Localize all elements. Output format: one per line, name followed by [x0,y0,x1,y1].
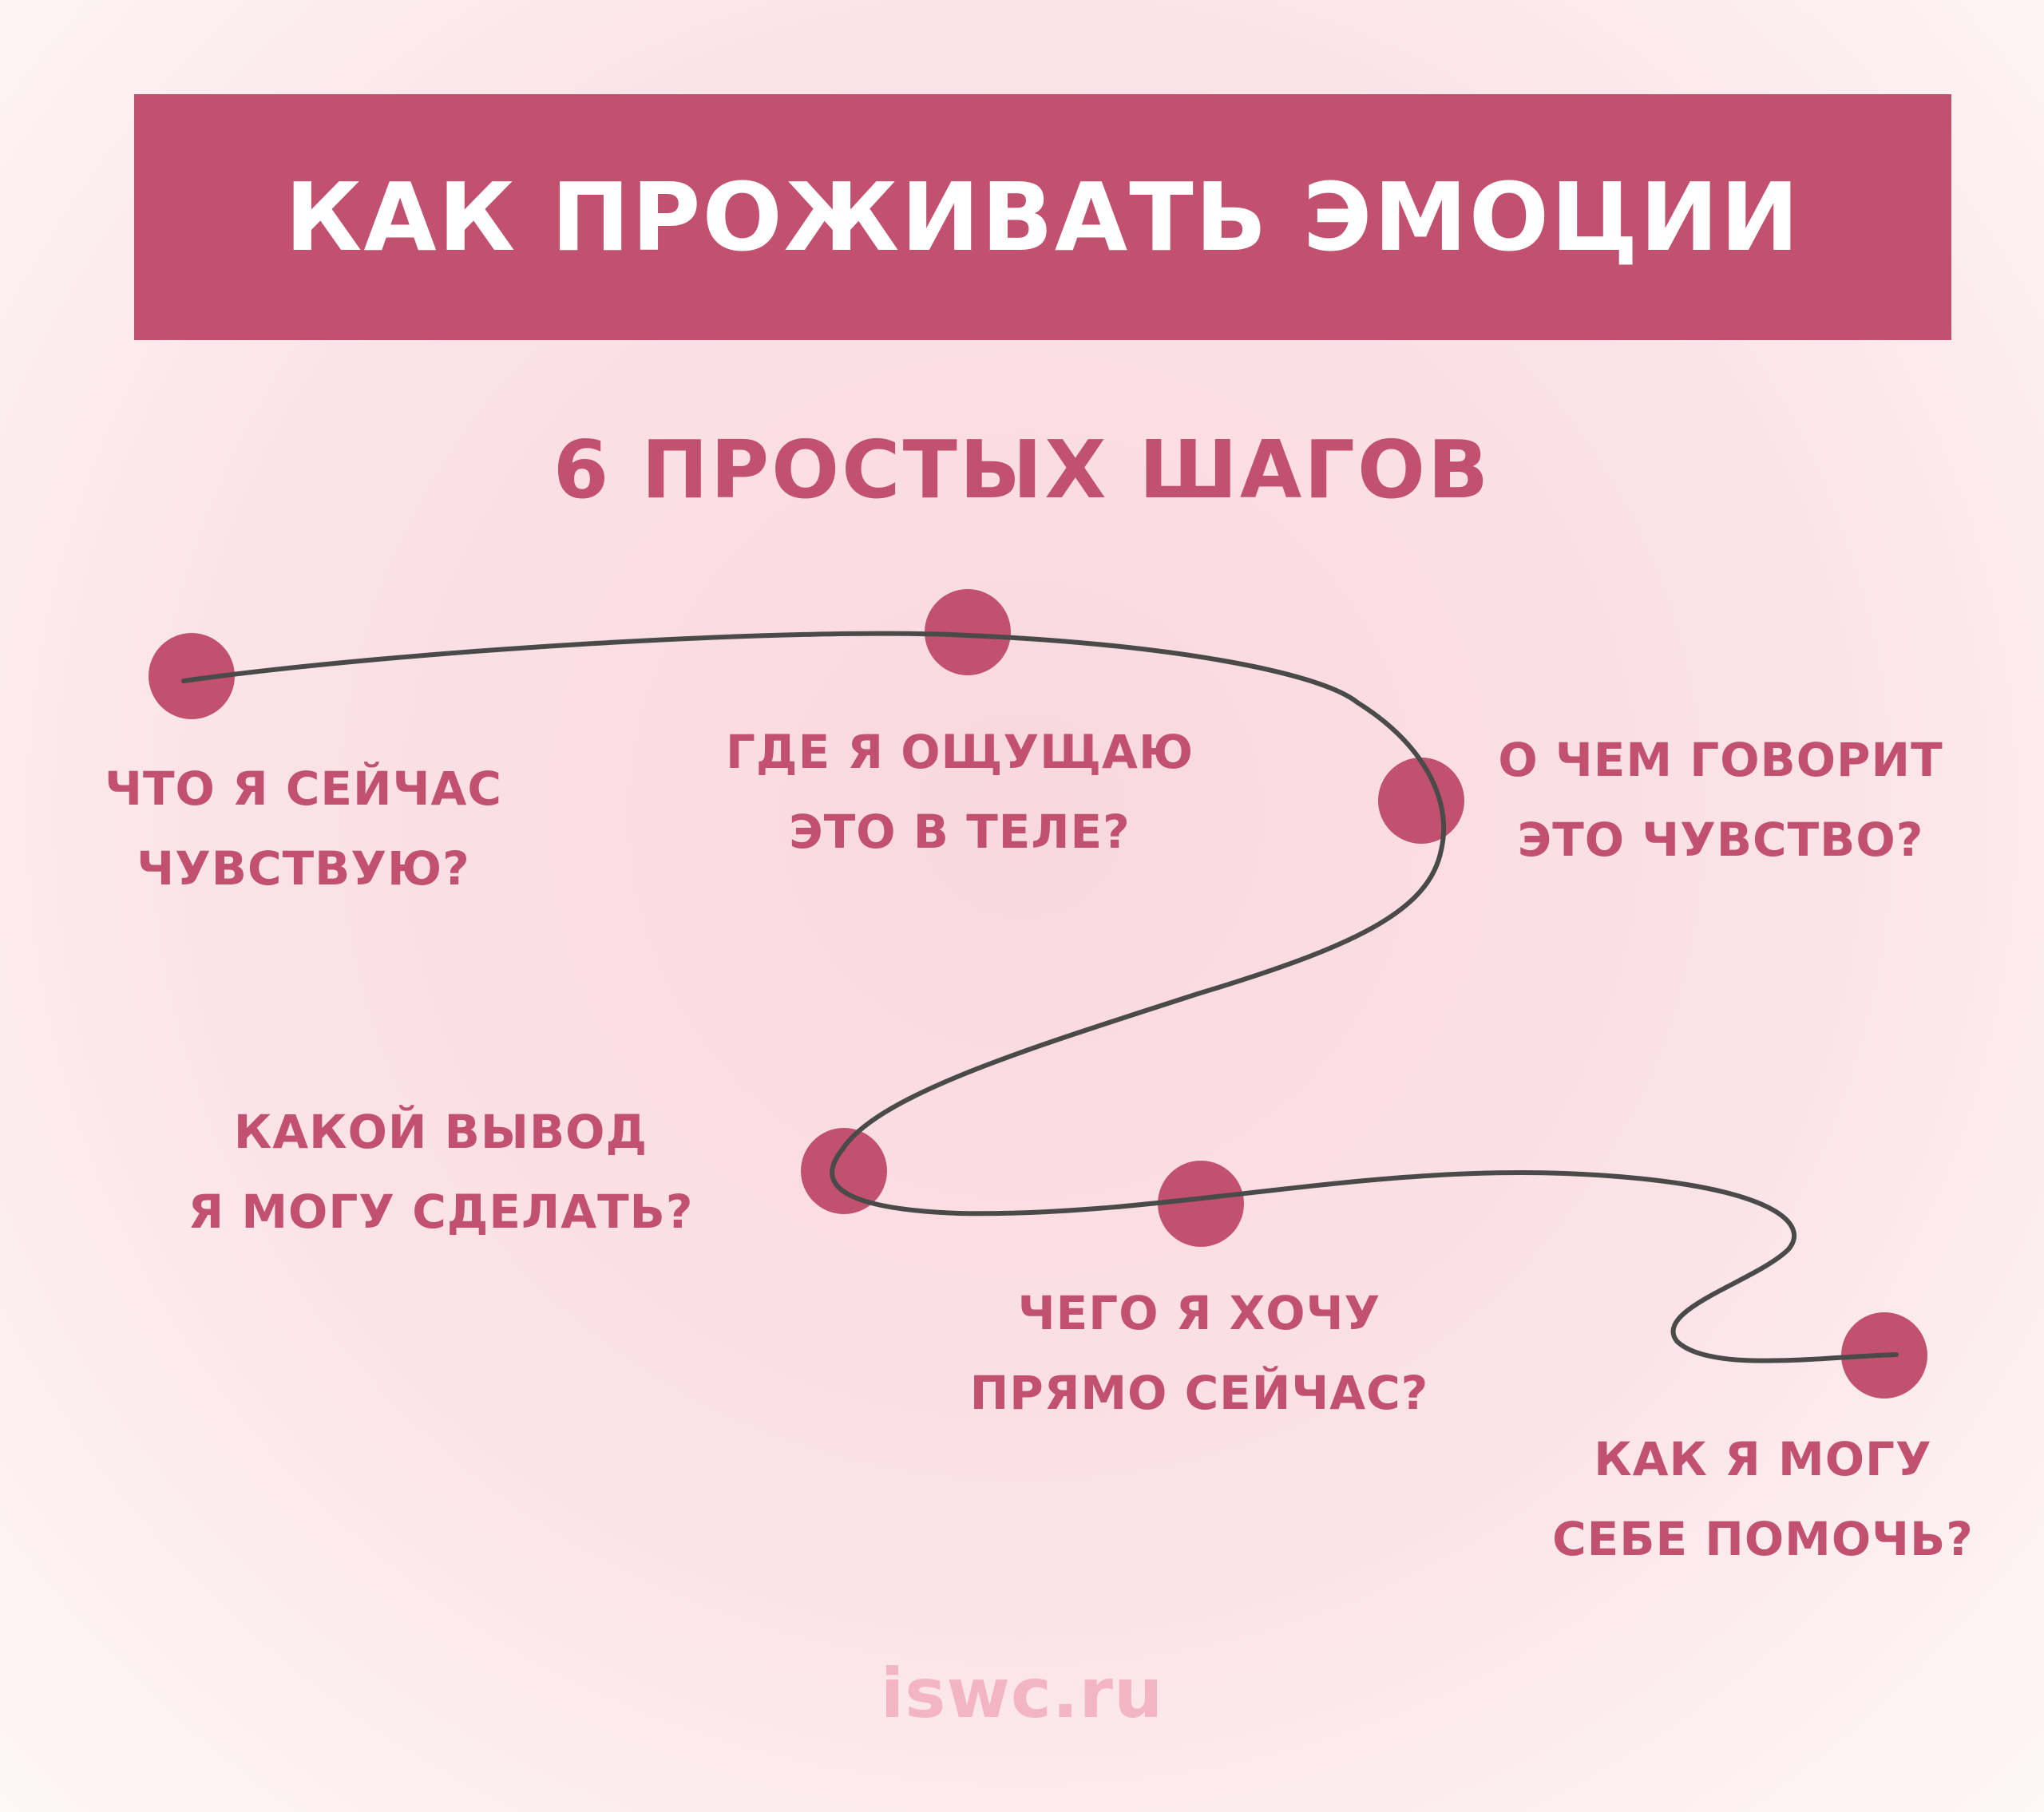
footer-watermark: iswc.ru [880,1654,1164,1734]
step-4-line-1: КАКОЙ ВЫВОД [233,1105,648,1159]
step-2-line-2: ЭТО В ТЕЛЕ? [789,805,1131,859]
connecting-path [181,631,1899,1363]
step-5-line-1: ЧЕГО Я ХОЧУ [1017,1286,1381,1340]
step-label-3: О ЧЕМ ГОВОРИТ ЭТО ЧУВСТВО? [1498,720,1943,880]
step-label-6: КАК Я МОГУ СЕБЕ ПОМОЧЬ? [1552,1419,1974,1579]
title-banner: КАК ПРОЖИВАТЬ ЭМОЦИИ [134,94,1951,340]
step-label-2: ГДЕ Я ОЩУЩАЮ ЭТО В ТЕЛЕ? [726,712,1194,872]
step-3-line-2: ЭТО ЧУВСТВО? [1517,813,1924,867]
page-title: КАК ПРОЖИВАТЬ ЭМОЦИИ [284,162,1801,272]
step-3-line-1: О ЧЕМ ГОВОРИТ [1498,733,1943,787]
step-label-5: ЧЕГО Я ХОЧУ ПРЯМО СЕЙЧАС? [970,1273,1429,1433]
step-dot-3 [1378,758,1464,844]
step-2-line-1: ГДЕ Я ОЩУЩАЮ [725,725,1194,779]
step-4-line-2: Я МОГУ СДЕЛАТЬ? [188,1185,694,1239]
step-label-4: КАКОЙ ВЫВОД Я МОГУ СДЕЛАТЬ? [188,1092,693,1252]
step-label-1: ЧТО Я СЕЙЧАС ЧУВСТВУЮ? [105,749,502,908]
step-dot-5 [1158,1161,1244,1247]
step-dot-1 [149,633,235,719]
step-5-line-2: ПРЯМО СЕЙЧАС? [969,1366,1429,1420]
step-1-line-2: ЧУВСТВУЮ? [137,841,470,896]
step-6-line-1: КАК Я МОГУ [1594,1432,1932,1486]
step-6-line-2: СЕБЕ ПОМОЧЬ? [1552,1512,1974,1566]
step-dot-2 [925,589,1011,675]
step-1-line-1: ЧТО Я СЕЙЧАС [105,762,502,816]
subtitle: 6 ПРОСТЫХ ШАГОВ [553,423,1491,516]
step-dot-4 [801,1128,887,1214]
